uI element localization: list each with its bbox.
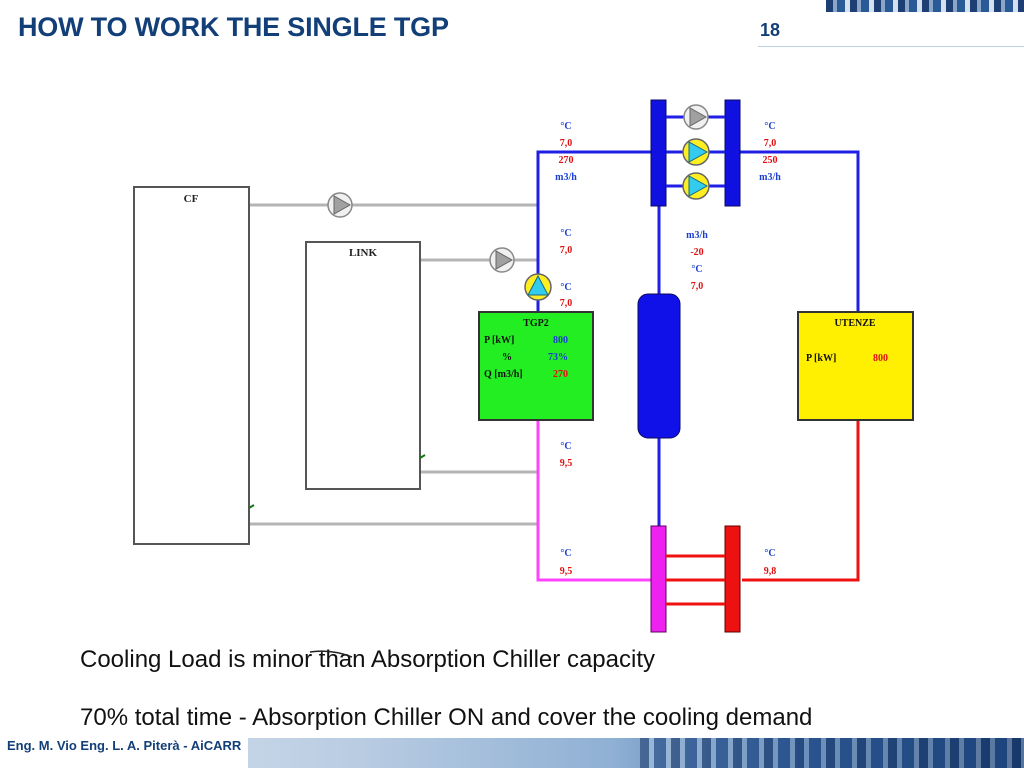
- pump-distribution-3-icon: [682, 172, 710, 200]
- link-box: [305, 241, 421, 490]
- pump-tgp2-icon: [524, 273, 552, 301]
- plant-diagram: CF LINK TGP2 P [kW] 800 % 73% Q [m3/h] 2…: [133, 99, 914, 633]
- pump-distribution-1-icon: [683, 104, 709, 130]
- tgp2-label: TGP2: [523, 318, 549, 329]
- supply-pipes: [536, 150, 860, 526]
- readout-top-left-temp: 7,0: [560, 138, 573, 149]
- tgp2-row2-value: 270: [553, 369, 568, 380]
- header-decoration: [826, 0, 1024, 12]
- manifold-right: [724, 99, 741, 207]
- pump-distribution-2-icon: [682, 138, 710, 166]
- cf-box: [133, 186, 250, 545]
- readout-return-upper-temp: 9,5: [560, 458, 573, 469]
- page-number: 18: [760, 20, 781, 40]
- readout-top-right-flow: 250: [763, 155, 778, 166]
- readout-return-upper-unit: °C: [560, 441, 571, 452]
- tgp2-row1-value: 73%: [548, 352, 568, 363]
- exchanger-secondary-side: [724, 525, 741, 633]
- utenze-row0-value: 800: [873, 353, 888, 364]
- readout-mid-left-unit: °C: [560, 228, 571, 239]
- tgp2-row1-name: %: [502, 352, 512, 363]
- footer-decoration: [640, 738, 1024, 768]
- link-label: LINK: [349, 247, 378, 259]
- readout-top-left-flow: 270: [559, 155, 574, 166]
- tgp2-row0-name: P [kW]: [484, 335, 514, 346]
- readout-mid-left-temp: 7,0: [560, 245, 573, 256]
- annotation-strike: [309, 650, 353, 658]
- readout-top-left-flow-unit: m3/h: [555, 172, 577, 183]
- manifold-left: [650, 99, 667, 207]
- readout-pump-left-unit: °C: [560, 282, 571, 293]
- aux-lines: [249, 203, 538, 526]
- readout-bypass-temp: 7,0: [691, 281, 704, 292]
- page-title: HOW TO WORK THE SINGLE TGP: [18, 12, 449, 42]
- readout-top-right-temp: 7,0: [764, 138, 777, 149]
- readout-top-right-flow-unit: m3/h: [759, 172, 781, 183]
- cf-label: CF: [184, 193, 199, 205]
- tgp2-row2-name: Q [m3/h]: [484, 369, 523, 380]
- readout-pump-left-temp: 7,0: [560, 298, 573, 309]
- readout-return-right-unit: °C: [764, 548, 775, 559]
- readout-return-lower-temp: 9,5: [560, 566, 573, 577]
- readout-bypass-unit: °C: [691, 264, 702, 275]
- readout-top-right-unit: °C: [764, 121, 775, 132]
- utenze-label: UTENZE: [834, 318, 875, 329]
- header-divider: [758, 46, 1024, 47]
- utenze-box: [797, 311, 914, 421]
- bullet-operating-time: 70% total time - Absorption Chiller ON a…: [80, 704, 813, 731]
- exchanger-primary-side: [650, 525, 667, 633]
- readout-return-right-temp: 9,8: [764, 566, 777, 577]
- return-pipe-secondary: [742, 420, 860, 582]
- tgp2-box: [478, 311, 594, 421]
- utenze-row0-name: P [kW]: [806, 353, 836, 364]
- readout-bypass-flow: -20: [690, 247, 703, 258]
- bullet-cooling-load: Cooling Load is minor than Absorption Ch…: [80, 646, 655, 673]
- footer-credits: Eng. M. Vio Eng. L. A. Piterà - AiCARR: [0, 738, 249, 768]
- readout-bypass-flow-unit: m3/h: [686, 230, 708, 241]
- readout-return-lower-unit: °C: [560, 548, 571, 559]
- pump-link-icon: [489, 247, 515, 273]
- pump-cf-icon: [327, 192, 353, 218]
- readout-top-left-unit: °C: [560, 121, 571, 132]
- return-pipe-primary: [536, 420, 651, 582]
- tgp2-row0-value: 800: [553, 335, 568, 346]
- storage-tank: [637, 293, 681, 439]
